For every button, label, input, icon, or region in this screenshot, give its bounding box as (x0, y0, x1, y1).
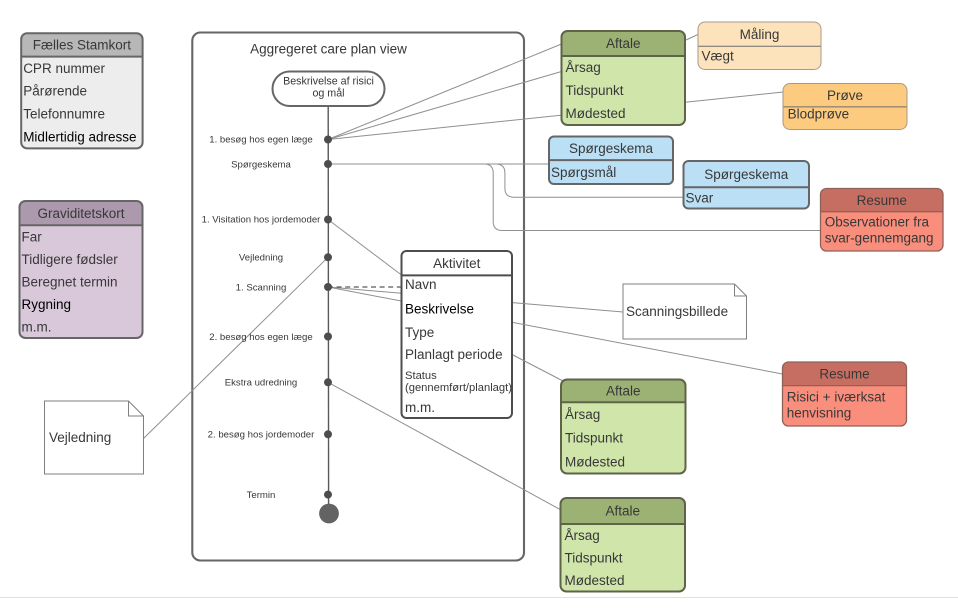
svg-text:m.m.: m.m. (22, 319, 52, 334)
svg-text:Risici + iværksat: Risici + iværksat (787, 390, 886, 405)
svg-text:1. Scanning: 1. Scanning (236, 282, 287, 293)
svg-text:Tidspunkt: Tidspunkt (565, 550, 623, 565)
svg-text:Prøve: Prøve (827, 88, 863, 103)
svg-text:Navn: Navn (405, 277, 437, 292)
svg-text:Scanningsbillede: Scanningsbillede (626, 304, 728, 319)
svg-text:Spørgeskema: Spørgeskema (569, 141, 654, 156)
svg-text:henvisning: henvisning (787, 406, 852, 421)
svg-text:Spørgeskema: Spørgeskema (704, 167, 789, 182)
svg-text:Beregnet termin: Beregnet termin (22, 274, 118, 289)
svg-text:Type: Type (405, 325, 434, 340)
svg-text:Aftale: Aftale (606, 384, 641, 399)
svg-text:svar-gennemgang: svar-gennemgang (825, 231, 934, 246)
svg-text:Årsag: Årsag (565, 407, 600, 422)
svg-text:Mødested: Mødested (565, 454, 625, 469)
svg-text:Telefonnumre: Telefonnumre (23, 107, 105, 122)
svg-text:Aftale: Aftale (606, 36, 641, 51)
svg-text:Tidspunkt: Tidspunkt (565, 431, 623, 446)
svg-text:Far: Far (22, 229, 43, 244)
svg-text:Tidligere fødsler: Tidligere fødsler (22, 252, 119, 267)
svg-text:Planlagt periode: Planlagt periode (405, 347, 503, 362)
svg-text:Vejledning: Vejledning (239, 253, 283, 264)
svg-text:og mål: og mål (312, 88, 344, 100)
svg-text:Årsag: Årsag (565, 528, 600, 543)
svg-text:Ekstra udredning: Ekstra udredning (225, 378, 298, 389)
svg-text:Vægt: Vægt (702, 49, 735, 64)
svg-text:2. besøg hos egen læge: 2. besøg hos egen læge (209, 332, 312, 343)
svg-text:Resume: Resume (819, 367, 869, 382)
svg-text:Mødested: Mødested (565, 573, 625, 588)
svg-text:1. besøg hos egen læge: 1. besøg hos egen læge (209, 135, 312, 146)
svg-text:Rygning: Rygning (22, 297, 72, 312)
svg-text:1. Visitation hos jordemoder: 1. Visitation hos jordemoder (202, 215, 322, 226)
svg-text:Beskrivelse af risici: Beskrivelse af risici (283, 76, 374, 88)
svg-text:CPR nummer: CPR nummer (23, 61, 105, 76)
svg-text:Blodprøve: Blodprøve (788, 107, 850, 122)
svg-text:2. besøg hos jordemoder: 2. besøg hos jordemoder (208, 430, 315, 441)
svg-text:Midlertidig adresse: Midlertidig adresse (23, 130, 136, 145)
svg-text:Termin: Termin (247, 490, 276, 501)
svg-text:Graviditetskort: Graviditetskort (37, 206, 124, 221)
svg-text:Fælles Stamkort: Fælles Stamkort (33, 38, 132, 53)
svg-text:Pårørende: Pårørende (23, 84, 87, 99)
svg-text:Beskrivelse: Beskrivelse (405, 302, 474, 317)
svg-text:Observationer fra: Observationer fra (825, 215, 930, 230)
svg-text:Aftale: Aftale (605, 504, 640, 519)
svg-text:m.m.: m.m. (405, 400, 435, 415)
svg-text:(gennemført/planlagt): (gennemført/planlagt) (405, 382, 512, 394)
svg-text:Aggregeret care plan view: Aggregeret care plan view (250, 42, 407, 57)
svg-text:Tidspunkt: Tidspunkt (566, 83, 624, 98)
svg-text:Status: Status (405, 370, 437, 382)
svg-text:Spørgeskema: Spørgeskema (231, 160, 291, 171)
svg-text:Årsag: Årsag (566, 60, 601, 75)
svg-text:Aktivitet: Aktivitet (433, 256, 481, 271)
svg-text:Måling: Måling (740, 27, 780, 42)
svg-text:Mødested: Mødested (566, 106, 626, 121)
svg-text:Spørgsmål: Spørgsmål (551, 165, 616, 180)
svg-text:Vejledning: Vejledning (49, 430, 111, 445)
svg-text:Resume: Resume (857, 193, 907, 208)
svg-text:Svar: Svar (686, 191, 714, 206)
